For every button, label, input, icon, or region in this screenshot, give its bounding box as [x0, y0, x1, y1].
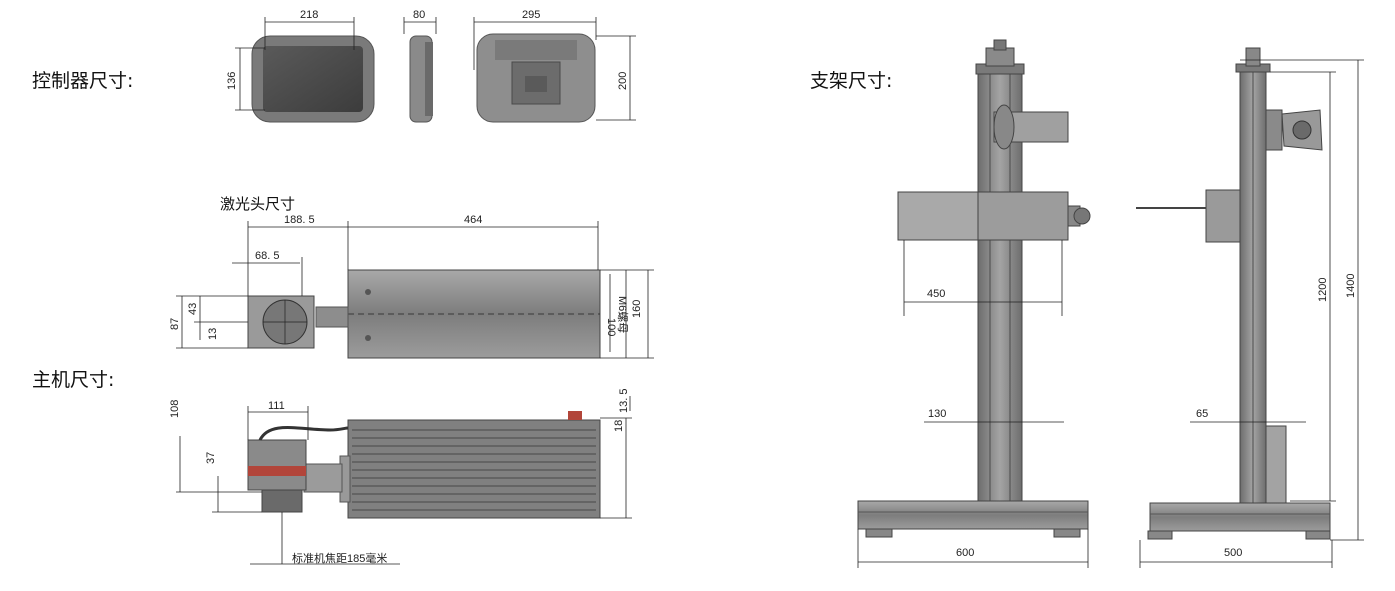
laser-h43-label: 43: [187, 303, 199, 315]
host-side-view: [247, 411, 601, 519]
controller-depth-label: 80: [413, 9, 425, 21]
controller-front-view: [251, 35, 375, 123]
host-focal-note: 标准机焦距185毫米: [292, 551, 387, 565]
stand-post-side-label: 65: [1196, 408, 1208, 420]
host-dims: [176, 396, 632, 565]
stand-size-title: 支架尺寸:: [810, 70, 893, 92]
controller-front-dims: [235, 17, 355, 111]
host-h13-5-label: 13. 5: [618, 389, 630, 413]
laser-h87-label: 87: [169, 318, 181, 330]
laser-head-top-view: [247, 269, 601, 359]
controller-side-dims: [403, 17, 437, 34]
stand-post-label: 130: [928, 408, 946, 420]
controller-size-title: 控制器尺寸:: [32, 70, 134, 92]
stand-front-view: [857, 39, 1091, 538]
stand-h1400-label: 1400: [1345, 274, 1357, 298]
laser-offset-label: 188. 5: [284, 214, 315, 226]
laser-h100-label: 100: [605, 318, 617, 336]
stand-base-depth-label: 500: [1224, 547, 1242, 559]
host-h37-label: 37: [205, 452, 217, 464]
stand-base-width-label: 600: [956, 547, 974, 559]
host-w111-label: 111: [268, 400, 285, 412]
laser-h13-label: 13: [207, 328, 219, 340]
controller-back-dims: [473, 17, 636, 121]
controller-back-width-label: 295: [522, 9, 540, 21]
controller-back-height-label: 200: [617, 72, 629, 90]
controller-height-label: 136: [226, 72, 238, 90]
laser-head-size-title: 激光头尺寸: [220, 195, 296, 213]
laser-length-label: 464: [464, 214, 482, 226]
laser-head-width-label: 68. 5: [255, 250, 279, 262]
controller-width-label: 218: [300, 9, 318, 21]
stand-front-dims: [857, 240, 1089, 568]
host-h18-label: 18: [613, 420, 625, 432]
controller-back-view: [476, 33, 596, 123]
stand-arm-label: 450: [927, 288, 945, 300]
host-h108-label: 108: [169, 400, 181, 418]
controller-side-view: [409, 35, 433, 123]
laser-head-dims: [176, 221, 654, 359]
stand-side-view: [1136, 47, 1331, 540]
host-size-title: 主机尺寸:: [32, 369, 115, 391]
laser-h160-label: 160: [631, 300, 643, 318]
laser-nut-label: M6螺母: [616, 296, 629, 333]
stand-h1200-label: 1200: [1317, 278, 1329, 302]
stand-side-dims: [1139, 59, 1364, 568]
